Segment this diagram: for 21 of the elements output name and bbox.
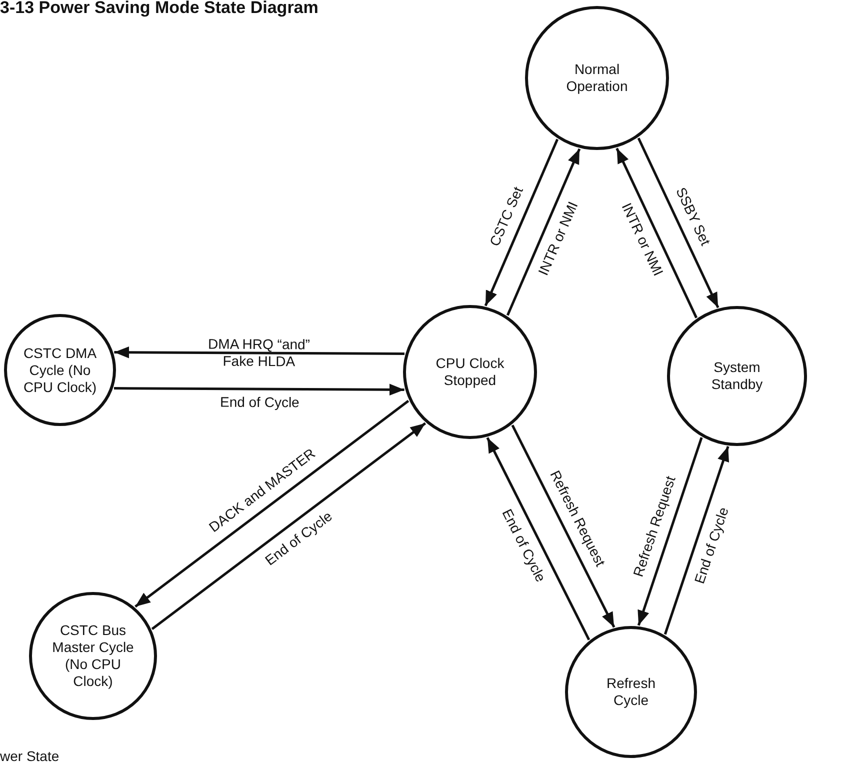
transition-arrow (616, 148, 698, 318)
transition-arrow (637, 138, 720, 308)
state-name: CSTC Bus Master Cycle (No CPU Clock) (51, 622, 135, 690)
transition-arrow (484, 138, 559, 306)
transition-arrow (134, 400, 410, 608)
transition-arrow (506, 148, 581, 316)
transition-arrow (114, 384, 404, 396)
transition-arrow (114, 346, 404, 358)
transition-arrow (664, 446, 730, 635)
state-name: Refresh Cycle (605, 675, 657, 709)
note-text: wer State (0, 748, 60, 764)
transition-arrow (151, 422, 426, 630)
transition-arrow (486, 437, 590, 640)
transition-arrow (637, 437, 703, 626)
diagram-title: 3-13 Power Saving Mode State Diagram (0, 0, 318, 18)
state-name: System Standby (710, 359, 764, 393)
edge-label: DMA HRQ “and” Fake HLDA (207, 336, 312, 370)
state-name: CPU Clock Stopped (435, 355, 505, 389)
transition-arrow (511, 424, 616, 628)
state-name: CSTC DMA Cycle (No CPU Clock) (22, 344, 98, 396)
state-name: Normal Operation (565, 61, 629, 95)
